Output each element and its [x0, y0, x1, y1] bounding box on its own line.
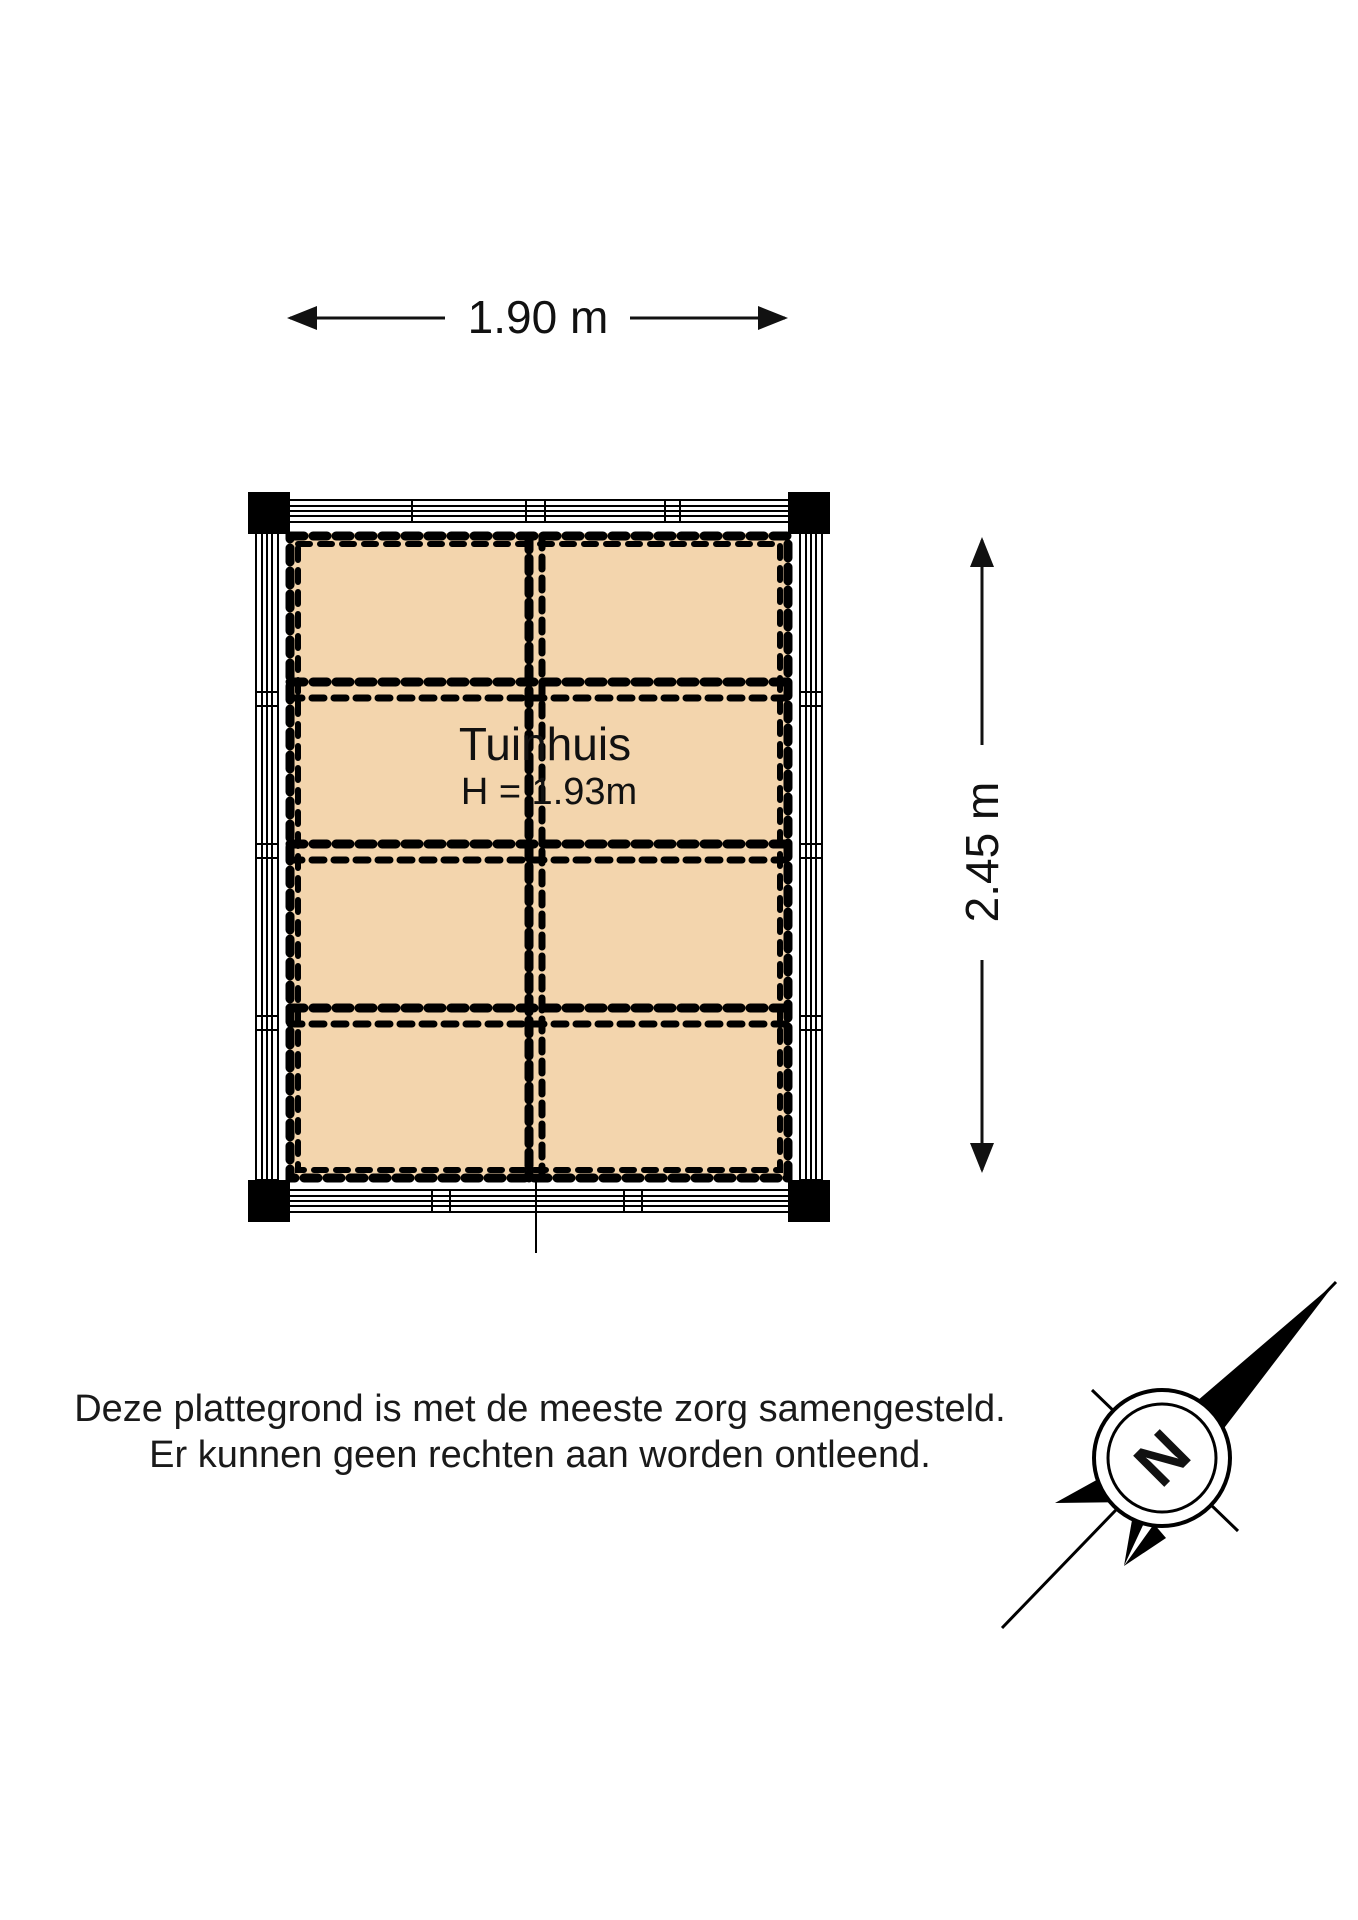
room-height: H = 1.93m: [461, 771, 637, 813]
compass-rose-icon: N: [1000, 1280, 1338, 1630]
wall-top: [287, 499, 791, 523]
disclaimer: Deze plattegrond is met de meeste zorg s…: [0, 1386, 1080, 1478]
roof-beam-pattern: [285, 531, 793, 1183]
wall-left: [255, 532, 279, 1181]
room-tuinhuis: Tuinhuis H = 1.93m: [248, 492, 830, 1253]
room-name: Tuinhuis: [459, 718, 631, 770]
wall-bottom: [287, 1189, 791, 1213]
post-bottom-right: [788, 1180, 830, 1222]
depth-dimension: 2.45 m: [956, 537, 1008, 1173]
depth-label: 2.45 m: [956, 782, 1008, 923]
post-bottom-left: [248, 1180, 290, 1222]
width-dimension: 1.90 m: [287, 291, 788, 343]
disclaimer-line-1: Deze plattegrond is met de meeste zorg s…: [74, 1388, 1006, 1430]
post-top-left: [248, 492, 290, 534]
post-top-right: [788, 492, 830, 534]
disclaimer-line-2: Er kunnen geen rechten aan worden ontlee…: [149, 1434, 931, 1476]
wall-right: [799, 532, 823, 1181]
width-label: 1.90 m: [468, 291, 609, 343]
